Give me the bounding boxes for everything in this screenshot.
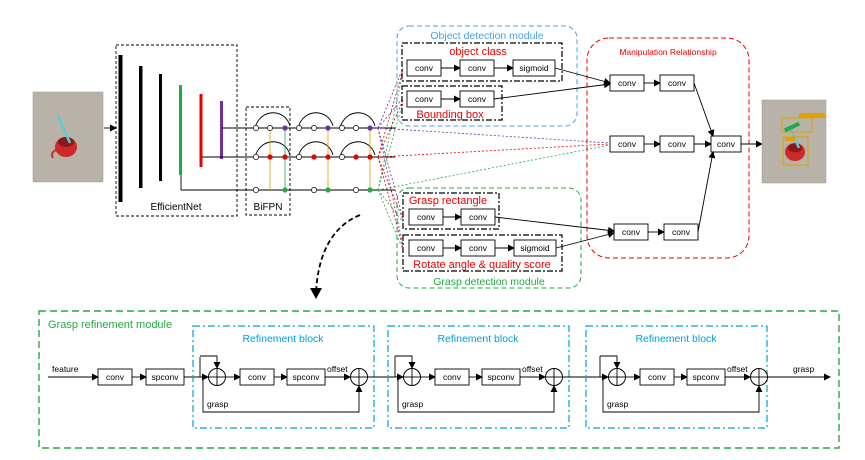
grasp-label: grasp bbox=[207, 399, 229, 409]
offset-label: offset bbox=[727, 364, 748, 374]
output-image bbox=[761, 99, 827, 184]
object-class-label: object class bbox=[449, 46, 507, 58]
refinement-block-3: Refinement block conv spconv offset gras… bbox=[585, 325, 768, 429]
conv-label: conv bbox=[668, 139, 687, 149]
conv-label: conv bbox=[468, 63, 487, 73]
manipulation-relationship-module: Manipulation Relationship conv conv conv… bbox=[586, 37, 763, 259]
spconv-label: spconv bbox=[293, 372, 321, 382]
grasp-refinement-module-label: Grasp refinement module bbox=[48, 319, 172, 331]
conv-label: conv bbox=[468, 94, 487, 104]
grasp-output-label: grasp bbox=[793, 364, 815, 374]
input-image bbox=[32, 91, 104, 183]
grasp-rectangle-label: Grasp rectangle bbox=[409, 195, 487, 207]
conv-label: conv bbox=[417, 243, 436, 253]
conv-label: conv bbox=[106, 372, 125, 382]
sigmoid-label: sigmoid bbox=[519, 63, 549, 73]
spconv-label: spconv bbox=[488, 372, 516, 382]
conv-label: conv bbox=[469, 243, 488, 253]
refinement-block-label: Refinement block bbox=[437, 333, 519, 345]
refinement-block-label: Refinement block bbox=[635, 333, 717, 345]
conv-label: conv bbox=[668, 78, 687, 88]
offset-label: offset bbox=[327, 364, 348, 374]
feature-label: feature bbox=[52, 364, 79, 374]
efficientnet-block: EfficientNet bbox=[115, 44, 238, 217]
conv-label: conv bbox=[248, 372, 267, 382]
spconv-label: spconv bbox=[693, 372, 721, 382]
object-detection-module: Object detection module object class con… bbox=[396, 25, 578, 127]
toothbrush bbox=[56, 115, 72, 144]
grasp-detection-module-label: Grasp detection module bbox=[433, 276, 545, 288]
bifpn-label: BiFPN bbox=[254, 202, 283, 213]
conv-label: conv bbox=[415, 63, 434, 73]
output-detection-box bbox=[782, 136, 809, 166]
manipulation-relationship-label: Manipulation Relationship bbox=[619, 47, 717, 57]
bifpn-block: BiFPN bbox=[245, 106, 291, 216]
conv-label: conv bbox=[618, 78, 637, 88]
grasp-refinement-module: Grasp refinement module feature conv spc… bbox=[38, 310, 840, 449]
efficientnet-green-bar bbox=[179, 85, 182, 175]
bounding-box-label: Bounding box bbox=[416, 109, 484, 121]
grasp-detection-module: Grasp detection module Grasp rectangle c… bbox=[396, 187, 582, 289]
conv-label: conv bbox=[443, 372, 462, 382]
bifpn-nodes bbox=[250, 112, 395, 193]
feature-connections bbox=[377, 67, 611, 251]
conv-label: conv bbox=[622, 227, 641, 237]
conv-label: conv bbox=[648, 372, 667, 382]
conv-label: conv bbox=[618, 139, 637, 149]
conv-label: conv bbox=[417, 212, 436, 222]
sigmoid-label: sigmoid bbox=[520, 243, 550, 253]
refinement-block-label: Refinement block bbox=[242, 333, 324, 345]
grasp-label: grasp bbox=[402, 399, 424, 409]
object-detection-module-label: Object detection module bbox=[430, 30, 543, 42]
conv-label: conv bbox=[469, 212, 488, 222]
efficientnet-red-bar bbox=[199, 94, 203, 167]
efficientnet-purple-bar bbox=[220, 101, 223, 159]
refinement-block-1: Refinement block conv spconv offset gras… bbox=[192, 325, 375, 429]
rotate-angle-label: Rotate angle & quality score bbox=[413, 259, 551, 271]
offset-label: offset bbox=[522, 364, 543, 374]
grasp-label: grasp bbox=[607, 399, 629, 409]
conv-label: conv bbox=[415, 94, 434, 104]
refinement-block-2: Refinement block conv spconv offset gras… bbox=[387, 325, 570, 429]
efficientnet-label: EfficientNet bbox=[151, 202, 202, 213]
conv-label: conv bbox=[672, 227, 691, 237]
conv-label: conv bbox=[717, 139, 736, 149]
spconv-label: spconv bbox=[152, 372, 180, 382]
